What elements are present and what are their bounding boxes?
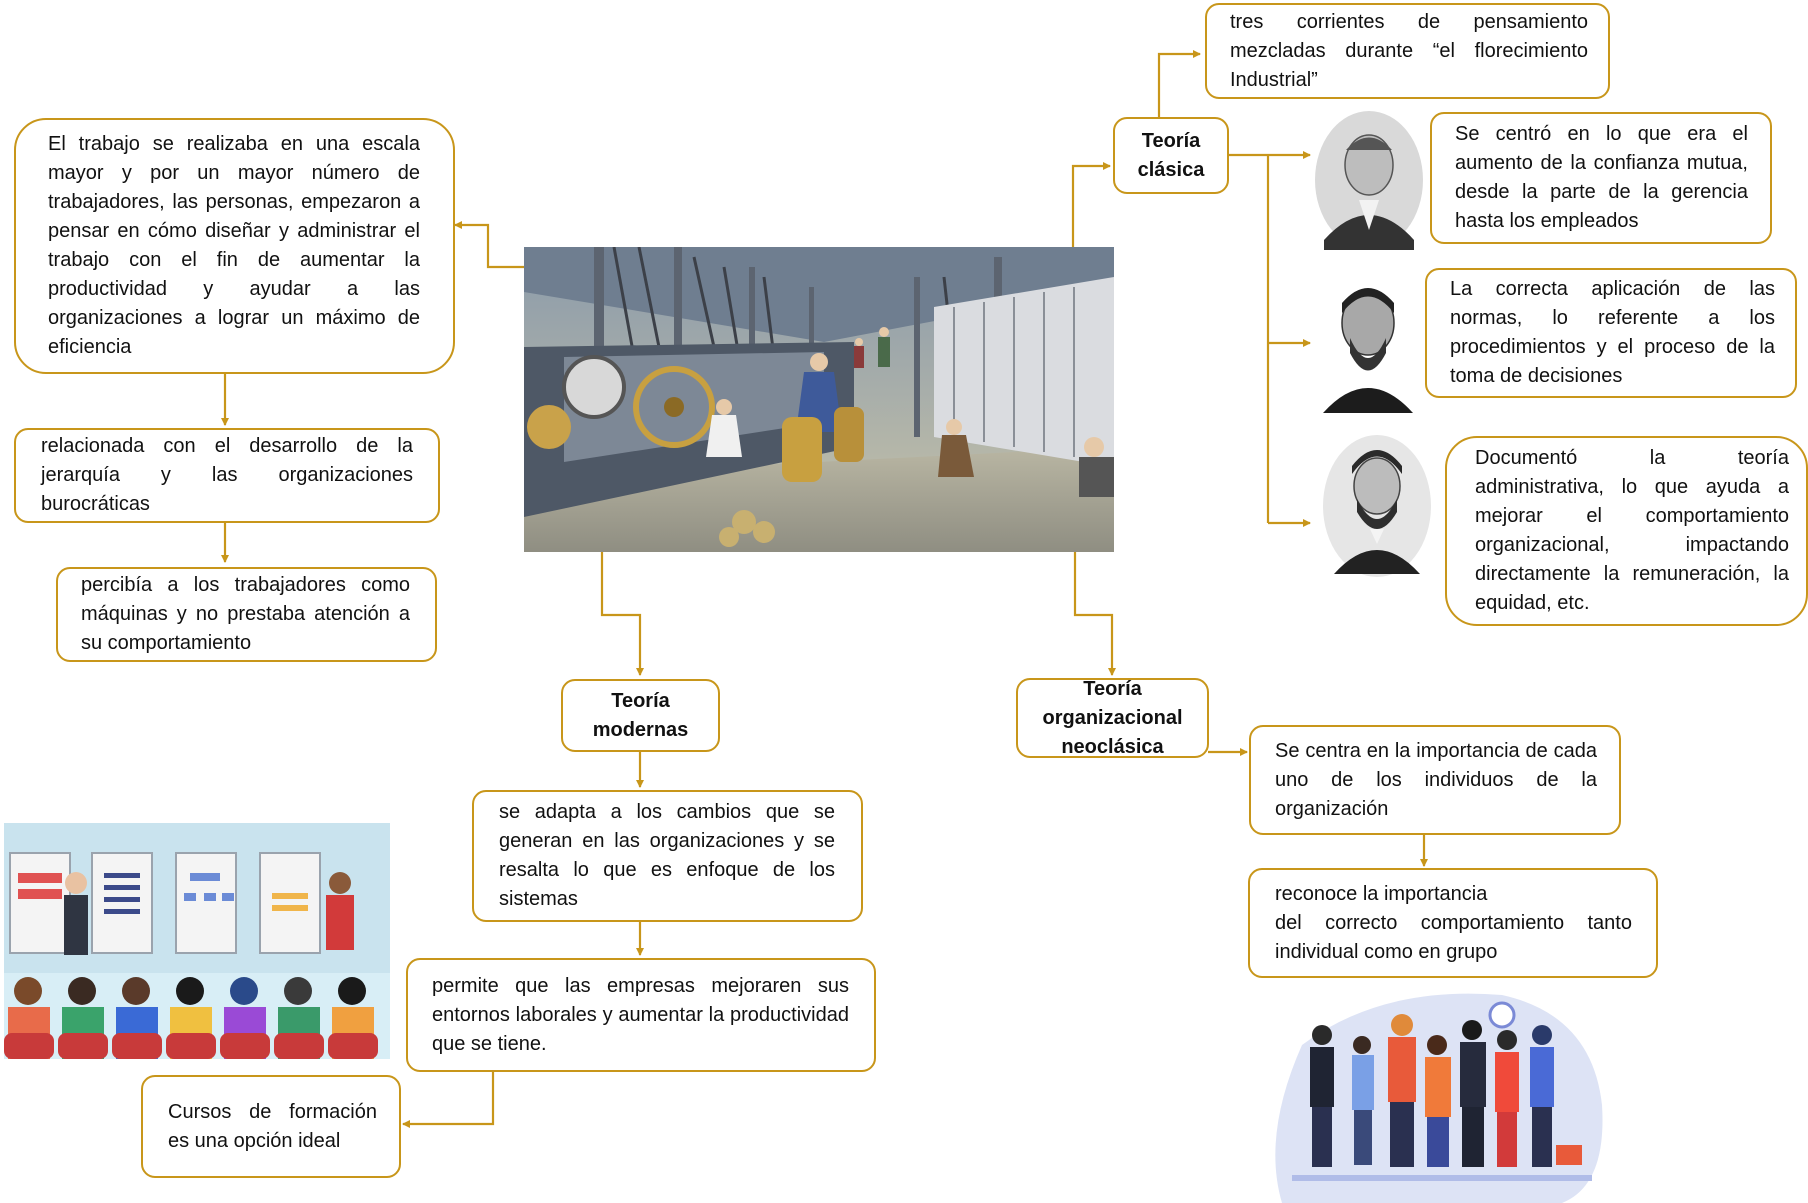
arrow-center-to-clasica — [1071, 162, 1111, 247]
modernas-title-text: Teoría modernas — [592, 689, 689, 741]
portrait-1 — [1315, 111, 1423, 250]
neoclasica-box-2: reconoce la importancia del correcto com… — [1248, 868, 1658, 978]
clasica-title-text: Teoría clásica — [1137, 129, 1205, 181]
clasica-item-2-text: La correcta aplicación de las normas, lo… — [1450, 278, 1775, 387]
left-box-1-text: El trabajo se realizaba en una escala ma… — [48, 133, 420, 358]
portrait-2 — [1318, 268, 1418, 413]
factory-illustration — [524, 247, 1114, 552]
arrow-center-to-modernas — [600, 552, 644, 676]
clasica-top-box: tres corrientes de pensamiento mezcladas… — [1205, 3, 1610, 99]
clasica-item-3: Documentó la teoría administrativa, lo q… — [1445, 436, 1808, 626]
team-illustration — [1275, 993, 1603, 1203]
modernas-box-2: permite que las empresas mejoraren sus e… — [406, 958, 876, 1072]
classroom-illustration — [4, 823, 390, 1059]
left-box-2: relacionada con el desarrollo de la jera… — [14, 428, 440, 523]
clock-icon — [1488, 1001, 1516, 1029]
clasica-top-text: tres corrientes de pensamiento mezcladas… — [1230, 10, 1588, 91]
clasica-item-2: La correcta aplicación de las normas, lo… — [1425, 268, 1797, 398]
neoclasica-box-1-text: Se centra en la importancia de cada uno … — [1275, 739, 1597, 820]
left-box-2-text: relacionada con el desarrollo de la jera… — [41, 435, 413, 515]
arrow-modernas2-to-box3 — [402, 1072, 495, 1128]
modernas-title: Teoría modernas — [561, 679, 720, 752]
modernas-box-3: Cursos de formación es una opción ideal — [141, 1075, 401, 1178]
arrow-clasica-to-top — [1157, 50, 1201, 117]
clasica-title: Teoría clásica — [1113, 117, 1229, 194]
neoclasica-title: Teoría organizacional neoclásica — [1016, 678, 1209, 758]
neoclasica-title-text: Teoría organizacional neoclásica — [1042, 677, 1183, 758]
neoclasica-box-2-text: reconoce la importancia del correcto com… — [1275, 882, 1632, 963]
clasica-item-1-text: Se centró en lo que era el aumento de la… — [1455, 123, 1748, 232]
portrait-3 — [1323, 435, 1431, 577]
neoclasica-box-1: Se centra en la importancia de cada uno … — [1249, 725, 1621, 835]
modernas-box-1-text: se adapta a los cambios que se generan e… — [499, 801, 835, 910]
arrow-center-to-neoclasica — [1073, 552, 1116, 676]
modernas-box-1: se adapta a los cambios que se generan e… — [472, 790, 863, 922]
clasica-item-1: Se centró en lo que era el aumento de la… — [1430, 112, 1772, 244]
clasica-item-3-text: Documentó la teoría administrativa, lo q… — [1475, 447, 1789, 614]
modernas-box-2-text: permite que las empresas mejoraren sus e… — [432, 974, 849, 1055]
left-box-3: percibía a los trabajadores como máquina… — [56, 567, 437, 662]
left-box-3-text: percibía a los trabajadores como máquina… — [81, 574, 410, 654]
briefcase-icon — [1556, 1145, 1582, 1165]
arrow-center-to-left — [454, 221, 524, 269]
left-box-1: El trabajo se realizaba en una escala ma… — [14, 118, 455, 374]
modernas-box-3-text: Cursos de formación es una opción ideal — [168, 1100, 377, 1152]
